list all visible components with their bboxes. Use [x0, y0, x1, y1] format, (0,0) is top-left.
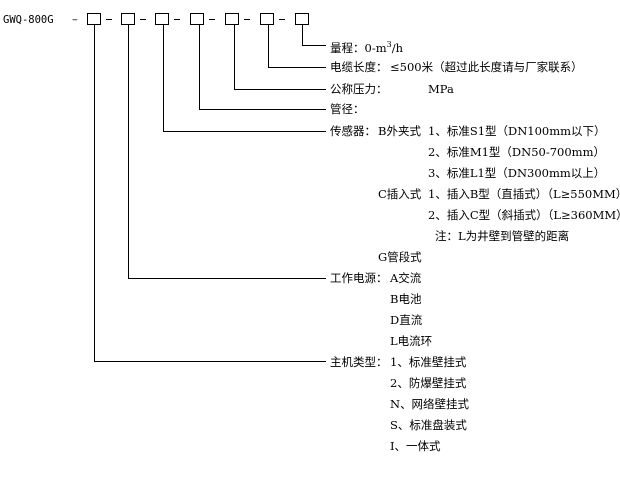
leader-line-range [302, 45, 326, 46]
leader-line-host [94, 25, 95, 361]
power-option-l: L电流环 [390, 334, 433, 348]
model-number: GWQ-800G [3, 14, 54, 26]
sensor-option-b2: 2、标准M1型（DN50-700mm） [428, 145, 605, 159]
leader-line-range [302, 25, 303, 45]
sensor-group-g: G管段式 [378, 250, 422, 264]
range-label: 量程：0-m3/h [330, 40, 403, 55]
code-box-pipe [190, 13, 204, 25]
sensor-option-c2: 2、插入C型（斜插式）（L≥360MM） [428, 208, 620, 222]
leader-line-sensor [163, 25, 164, 131]
sensor-option-b1: 1、标准S1型（DN100mm以下） [428, 124, 606, 138]
sensor-note: 注：L为井壁到管壁的距离 [435, 229, 570, 243]
host-option-1: 1、标准壁挂式 [390, 355, 467, 369]
power-option-d: D直流 [390, 313, 423, 327]
host-option-2: 2、防爆壁挂式 [390, 376, 467, 390]
sensor-option-c1: 1、插入B型（直插式）（L≥550MM） [428, 187, 620, 201]
host-option-n: N、网络壁挂式 [390, 397, 470, 411]
leader-line-pipe [199, 25, 200, 109]
cable-length-value: ≤500米（超过此长度请与厂家联系） [390, 60, 583, 74]
power-option-a: A交流 [390, 271, 422, 285]
leader-line-sensor [163, 131, 326, 132]
sensor-group-b: B外夹式 [378, 124, 421, 138]
separator-dash [140, 19, 146, 20]
code-box-power [121, 13, 135, 25]
host-type-label: 主机类型： [330, 355, 388, 369]
leader-line-power [128, 278, 326, 279]
power-option-b: B电池 [390, 292, 422, 306]
code-box-host [87, 13, 101, 25]
leader-line-host [94, 361, 326, 362]
separator-dash: – [72, 12, 78, 26]
host-option-i: I、一体式 [390, 439, 441, 453]
pipe-diameter-label: 管径： [330, 102, 365, 116]
leader-line-pressure [234, 25, 235, 89]
separator-dash [174, 19, 180, 20]
code-box-pressure [225, 13, 239, 25]
separator-dash [244, 19, 250, 20]
leader-line-pressure [234, 89, 326, 90]
power-label: 工作电源： [330, 271, 388, 285]
separator-dash [279, 19, 285, 20]
separator-dash [209, 19, 215, 20]
leader-line-power [128, 25, 129, 278]
pressure-unit: MPa [428, 82, 454, 96]
sensor-label: 传感器： [330, 124, 376, 138]
sensor-group-c: C插入式 [378, 187, 422, 201]
code-box-range [295, 13, 309, 25]
leader-line-cable [268, 25, 269, 67]
sensor-option-b3: 3、标准L1型（DN300mm以上） [428, 166, 606, 180]
code-box-cable [260, 13, 274, 25]
code-box-sensor [155, 13, 169, 25]
leader-line-cable [268, 67, 326, 68]
cable-length-label: 电缆长度： [330, 60, 388, 74]
separator-dash [106, 19, 112, 20]
host-option-s: S、标准盘装式 [390, 418, 467, 432]
pressure-label: 公称压力： [330, 82, 388, 96]
leader-line-pipe [199, 109, 326, 110]
